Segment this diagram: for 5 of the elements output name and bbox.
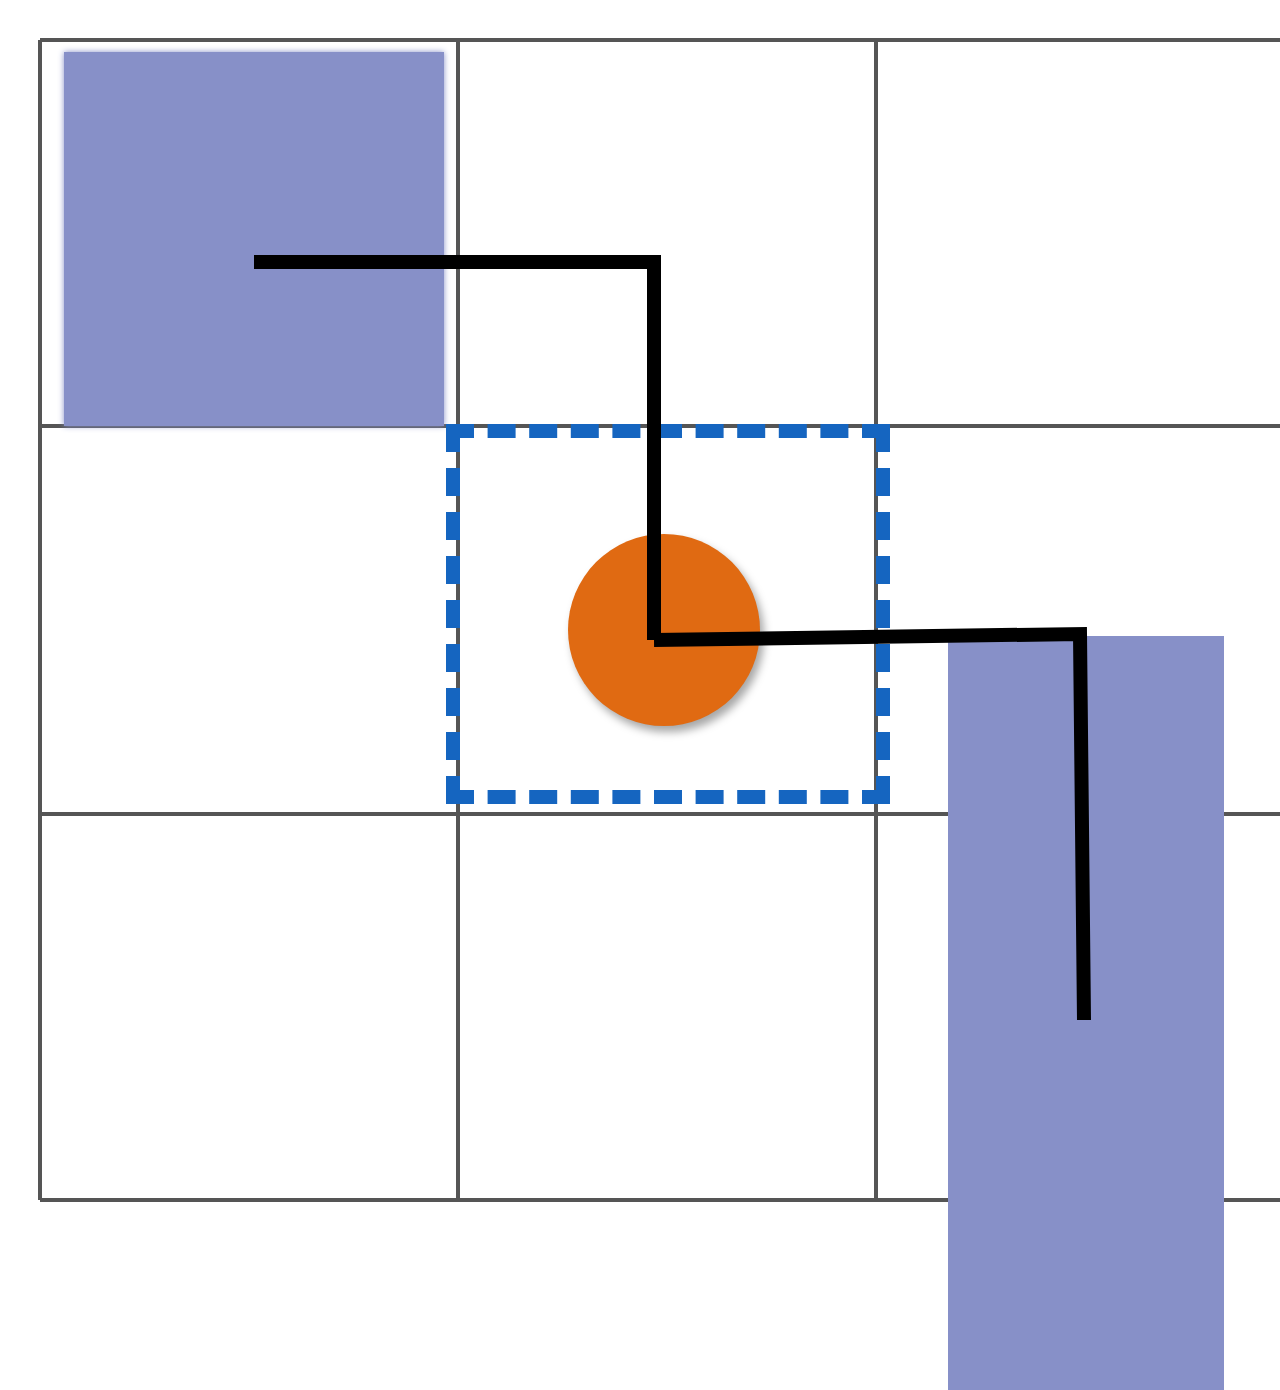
square-block [64, 52, 444, 426]
vertical-bar [948, 636, 1224, 1390]
dashed-square [446, 424, 890, 804]
connector-line [653, 626, 1091, 1021]
connector-line [254, 255, 661, 640]
